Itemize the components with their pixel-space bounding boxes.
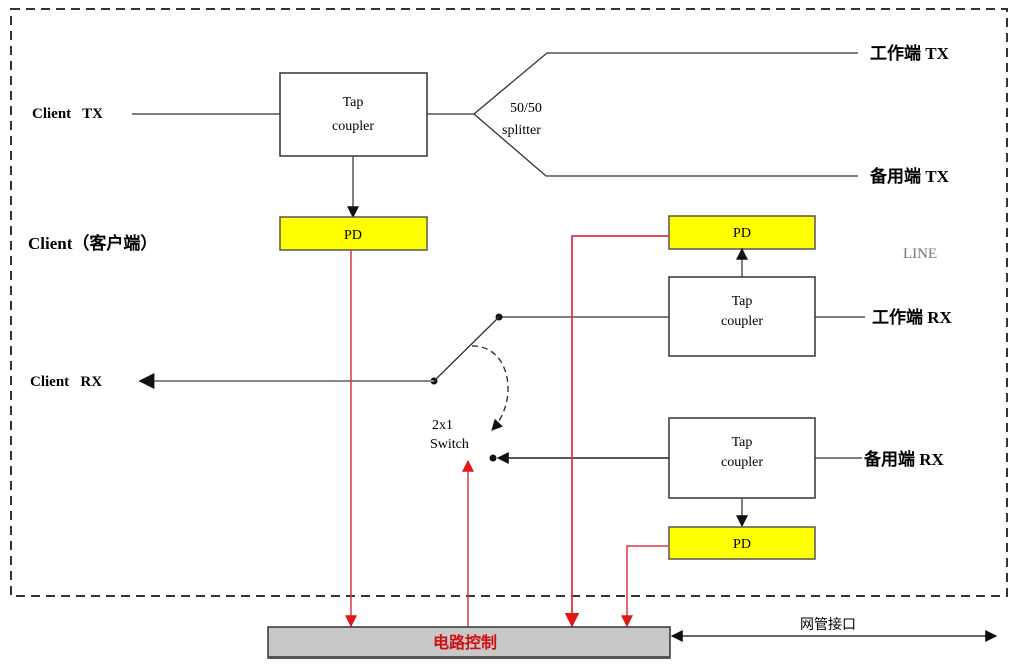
pd-backup-to-control — [621, 545, 669, 628]
rx-work-label: 工作端 RX — [872, 307, 953, 327]
splitter-work-branch — [473, 52, 858, 115]
splitter-label-line2: splitter — [502, 123, 541, 138]
client-tx-label: Client TX — [32, 106, 103, 122]
tx-backup-label: 备用端 TX — [869, 166, 950, 186]
splitter-backup-branch — [473, 113, 858, 177]
tap-coupler-backup-line2: coupler — [721, 455, 763, 470]
nms-interface-label: 网管接口 — [800, 616, 856, 633]
line-section-label: LINE — [903, 246, 937, 262]
tap-coupler-tx — [279, 72, 428, 157]
client-section-label: Client（客户端） — [28, 233, 157, 253]
rx-backup-label: 备用端 RX — [863, 449, 945, 469]
circuit-control-label: 电路控制 — [433, 633, 497, 652]
switch-label-line1: 2x1 — [432, 418, 453, 433]
tap-coupler-tx-line2: coupler — [332, 119, 374, 134]
pd-backup — [668, 526, 816, 560]
pd-work-label: PD — [733, 226, 751, 241]
module-boundary — [10, 8, 1008, 597]
tap-coupler-backup-line1: Tap — [732, 435, 753, 450]
pd-client-label: PD — [344, 228, 362, 243]
tap-coupler-work-line2: coupler — [721, 314, 763, 329]
tap-coupler-tx-line1: Tap — [343, 95, 364, 110]
switch-toggle-arc — [471, 345, 509, 431]
splitter-label-line1: 50/50 — [510, 101, 542, 116]
pd-work-to-control — [564, 235, 669, 628]
tx-work-label: 工作端 TX — [870, 43, 950, 63]
pd-backup-label: PD — [733, 537, 751, 552]
circuit-control-box — [267, 626, 671, 659]
switch-blade — [433, 316, 500, 382]
client-rx-label: Client RX — [30, 374, 102, 390]
switch-label-line2: Switch — [430, 437, 469, 452]
switch-backup-port — [489, 454, 497, 462]
tap-coupler-work-line1: Tap — [732, 294, 753, 309]
circuit-control-shadow — [268, 656, 670, 659]
pd-client — [279, 216, 428, 251]
